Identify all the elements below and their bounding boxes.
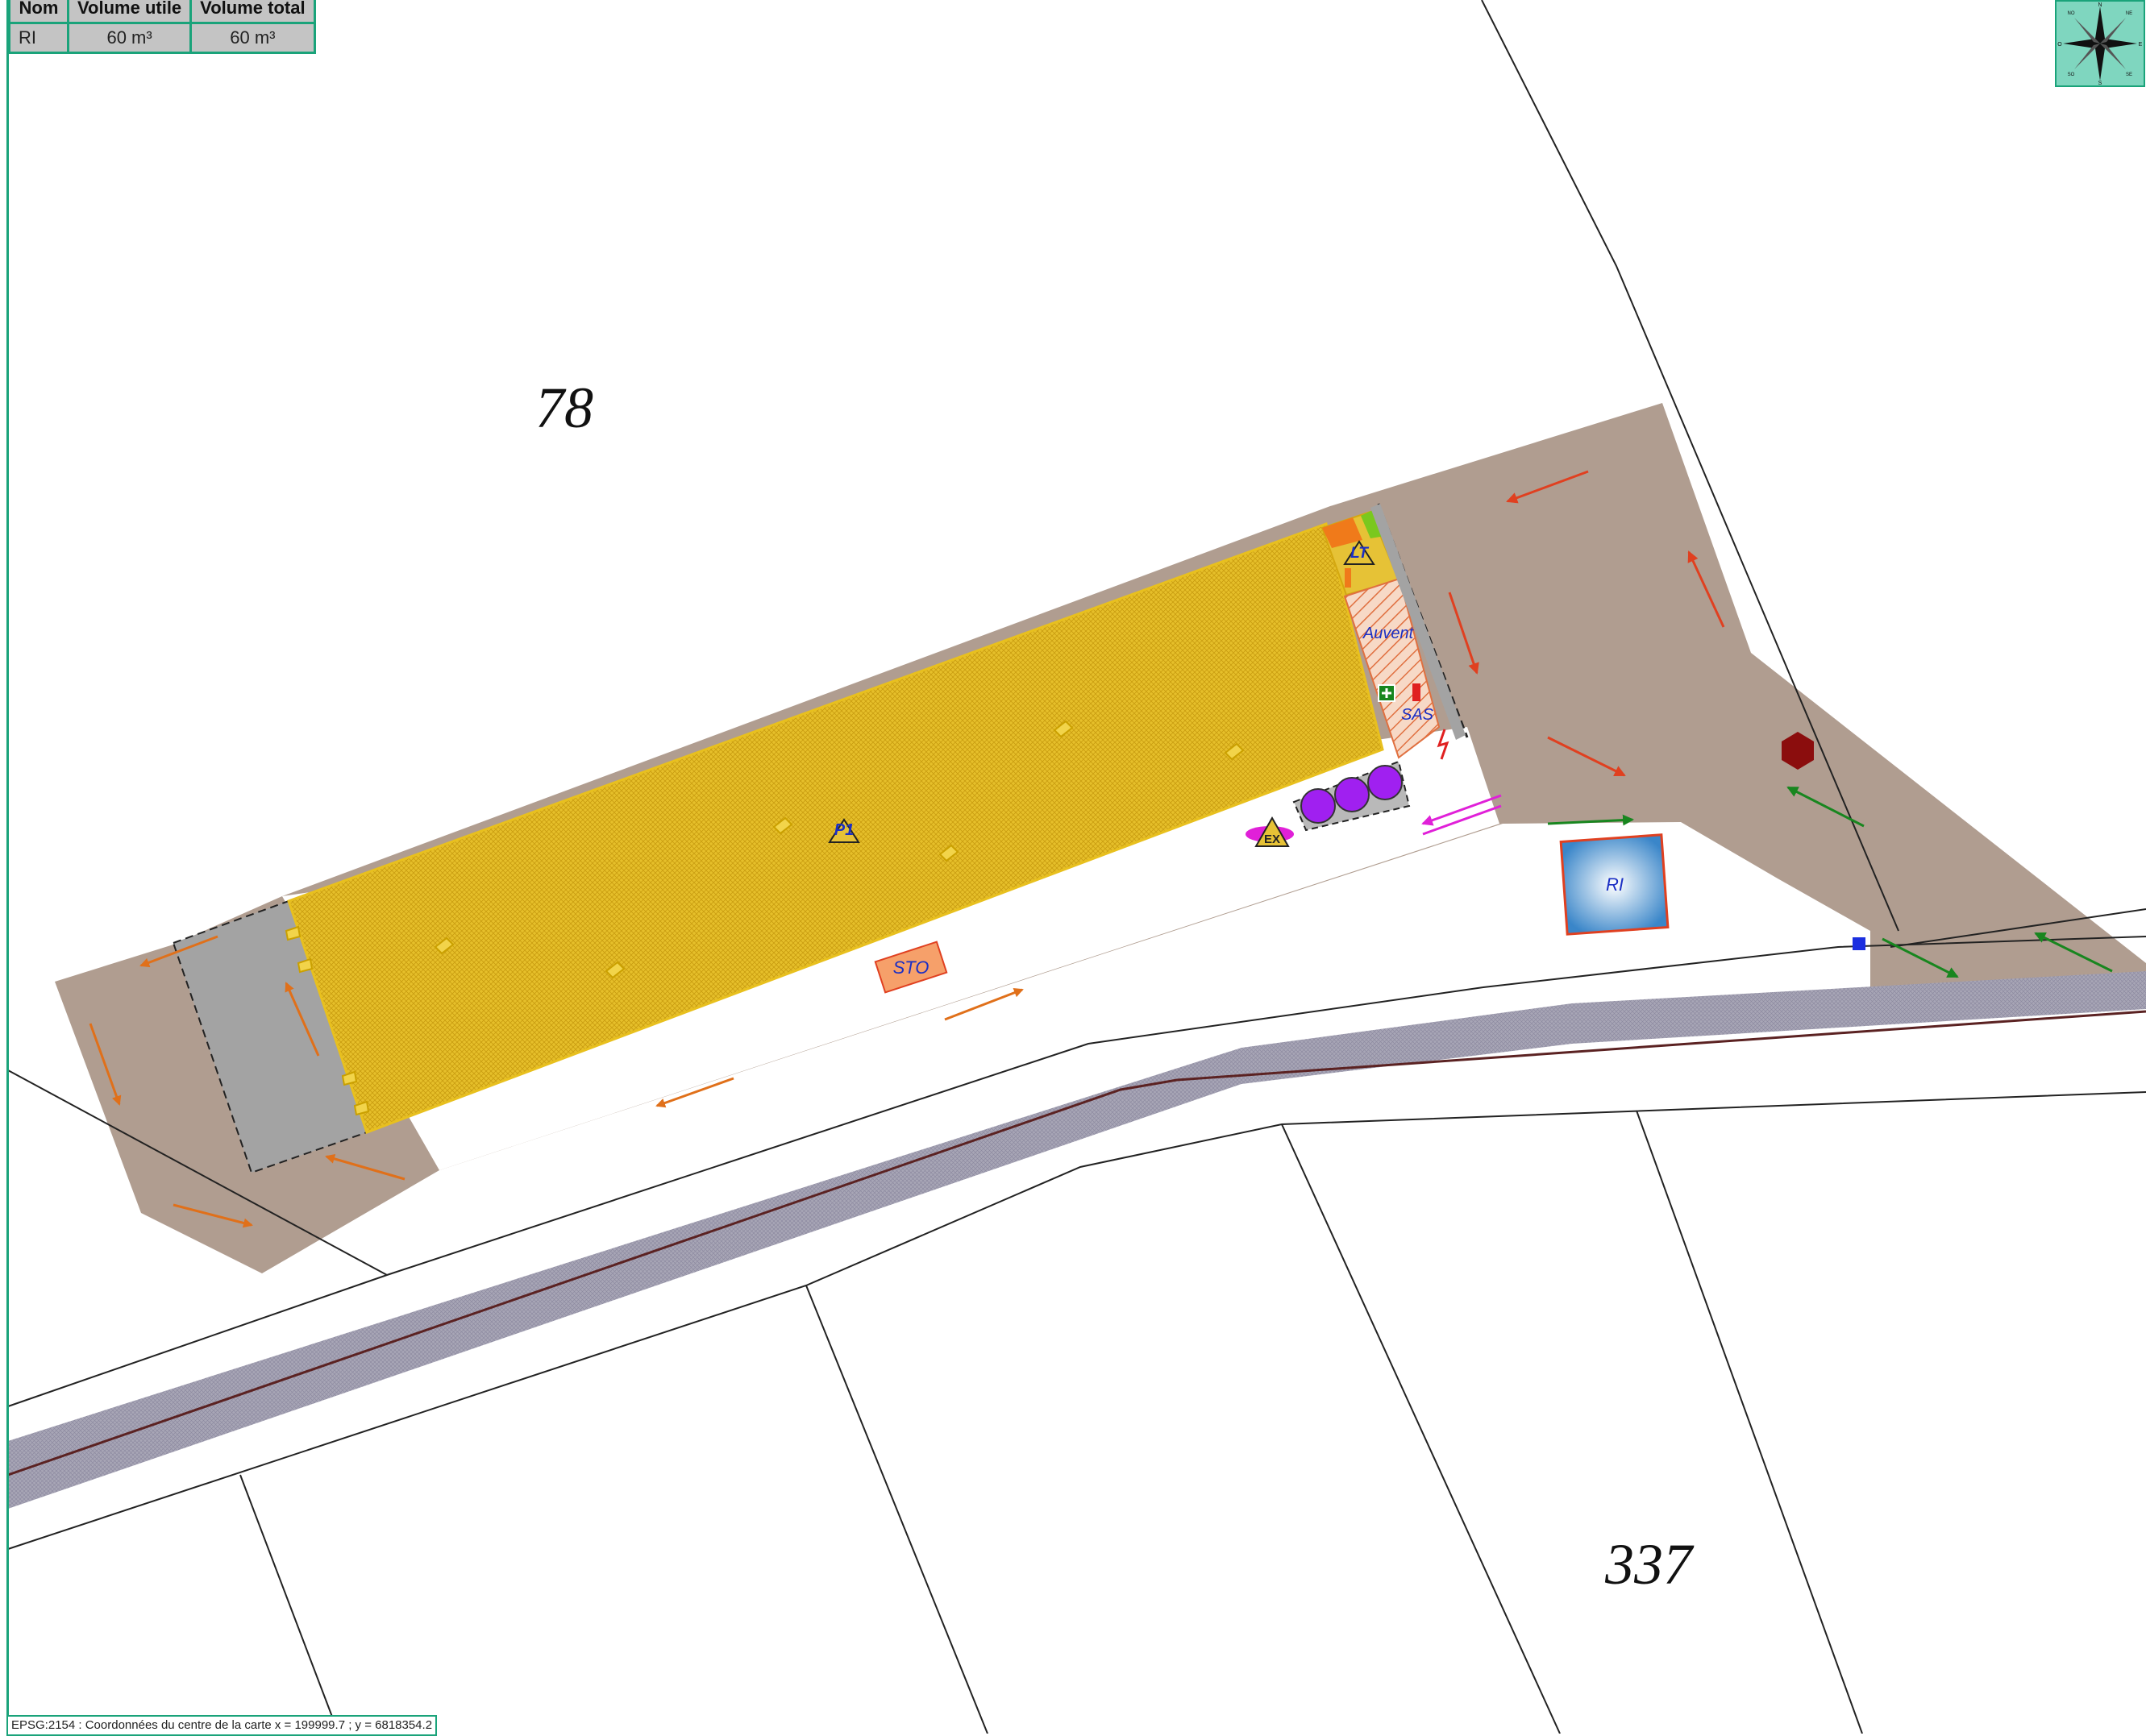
extinguisher-label: EX [1264, 833, 1280, 846]
compass-nw: NO [2068, 11, 2075, 16]
compass-se: SE [2126, 73, 2132, 77]
awning-label: Auvent [1362, 625, 1415, 642]
fire-hose-icon [1412, 683, 1420, 701]
building-label: P1 [834, 821, 854, 839]
traffic-arrows-red [1448, 470, 1725, 777]
traffic-arrows-magenta [1421, 794, 1502, 836]
hydrant-marker[interactable] [1782, 732, 1814, 770]
traffic-arrows-orange [89, 935, 1024, 1228]
map-frame-left [6, 0, 9, 1734]
compass-sw: SO [2068, 73, 2075, 77]
yard-area [282, 727, 1499, 1170]
tank-room-warning-icon [1343, 540, 1375, 565]
water-reserve[interactable] [1559, 833, 1670, 936]
airlock-label: SAS [1401, 706, 1434, 724]
tank-room-label: LT [1350, 545, 1369, 562]
building-exit-arrows [285, 720, 1245, 1116]
storage-box[interactable] [874, 941, 948, 994]
map-center-coordinates: EPSG:2154 : Coordonnées du centre de la … [6, 1715, 438, 1736]
traffic-arrows-green [1547, 786, 2113, 978]
column-useful-volume: Volume utile [66, 0, 193, 24]
cell-name: RI [8, 22, 69, 54]
storage-label: STO [893, 957, 930, 978]
valve-marker[interactable] [1853, 937, 1865, 950]
cell-total-volume: 60 m³ [189, 22, 316, 54]
tank-1[interactable] [1300, 788, 1336, 824]
small-orange-zone [1322, 517, 1362, 548]
compass-west: O [2057, 42, 2062, 48]
building-p1 [287, 522, 1384, 1134]
compass-south: S [2098, 81, 2102, 85]
canal-centerline [7, 1010, 2146, 1476]
water-reserve-label: RI [1606, 874, 1624, 895]
table-row: RI 60 m³ 60 m³ [8, 22, 316, 54]
volume-table: Nom Volume utile Volume total RI 60 m³ 6… [8, 0, 316, 54]
extinguisher-warning-icon[interactable] [1254, 816, 1290, 847]
parcel-number-south: 337 [1604, 1532, 1695, 1597]
electric-icon [1437, 729, 1449, 760]
tank-3[interactable] [1367, 765, 1403, 800]
column-name: Nom [8, 0, 69, 24]
parcel-boundaries [7, 0, 2146, 1734]
awning-grey-strip [1370, 504, 1466, 740]
first-aid-cross [1382, 688, 1391, 698]
tap-icon [1345, 568, 1351, 588]
building-warning-icon [828, 818, 860, 843]
compass-north: N [2098, 2, 2102, 8]
small-green-zone [1361, 509, 1385, 538]
compass-icon: N S O E NO NE SO SE [2057, 2, 2143, 86]
tank-2[interactable] [1334, 777, 1370, 812]
awning-zone [1343, 577, 1441, 759]
compass-rose: N S O E NO NE SO SE [2055, 0, 2145, 87]
compass-ne: NE [2126, 11, 2132, 16]
compass-east: E [2139, 42, 2143, 48]
parcel-number-north: 78 [535, 376, 593, 440]
volume-table-header: Nom Volume utile Volume total [8, 0, 316, 24]
column-total-volume: Volume total [189, 0, 316, 24]
cell-useful-volume: 60 m³ [66, 22, 193, 54]
